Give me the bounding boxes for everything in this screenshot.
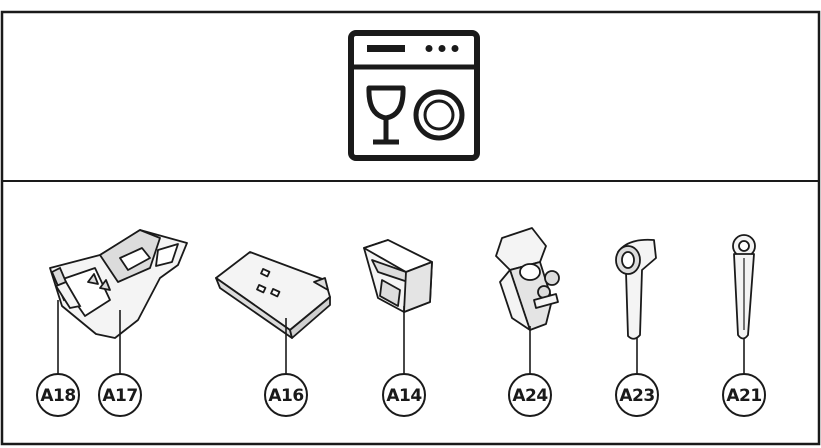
cup-container-icon xyxy=(363,239,433,313)
lid-plate-icon xyxy=(215,251,331,339)
callout-a14: A14 xyxy=(382,373,426,417)
callout-label: A17 xyxy=(102,386,137,406)
callout-label: A18 xyxy=(40,386,75,406)
callout-a16: A16 xyxy=(264,373,308,417)
callout-label: A23 xyxy=(619,386,654,406)
callout-label: A14 xyxy=(386,386,422,406)
tool-wrench-icon xyxy=(732,234,756,340)
leader-lines xyxy=(57,300,745,374)
valve-assembly-icon xyxy=(495,227,560,331)
outer-border xyxy=(0,10,821,446)
callout-a23: A23 xyxy=(615,373,659,417)
callout-a24: A24 xyxy=(508,373,552,417)
callout-a18: A18 xyxy=(36,373,80,417)
callout-label: A21 xyxy=(726,386,761,406)
dishwasher-icon xyxy=(348,30,480,161)
callout-label: A16 xyxy=(268,386,303,406)
holder-tray-icon xyxy=(49,229,188,339)
callout-label: A24 xyxy=(512,386,548,406)
callout-a17: A17 xyxy=(98,373,142,417)
tool-lever-icon xyxy=(615,238,657,340)
base-tray-icon xyxy=(50,266,82,310)
callout-a21: A21 xyxy=(722,373,766,417)
